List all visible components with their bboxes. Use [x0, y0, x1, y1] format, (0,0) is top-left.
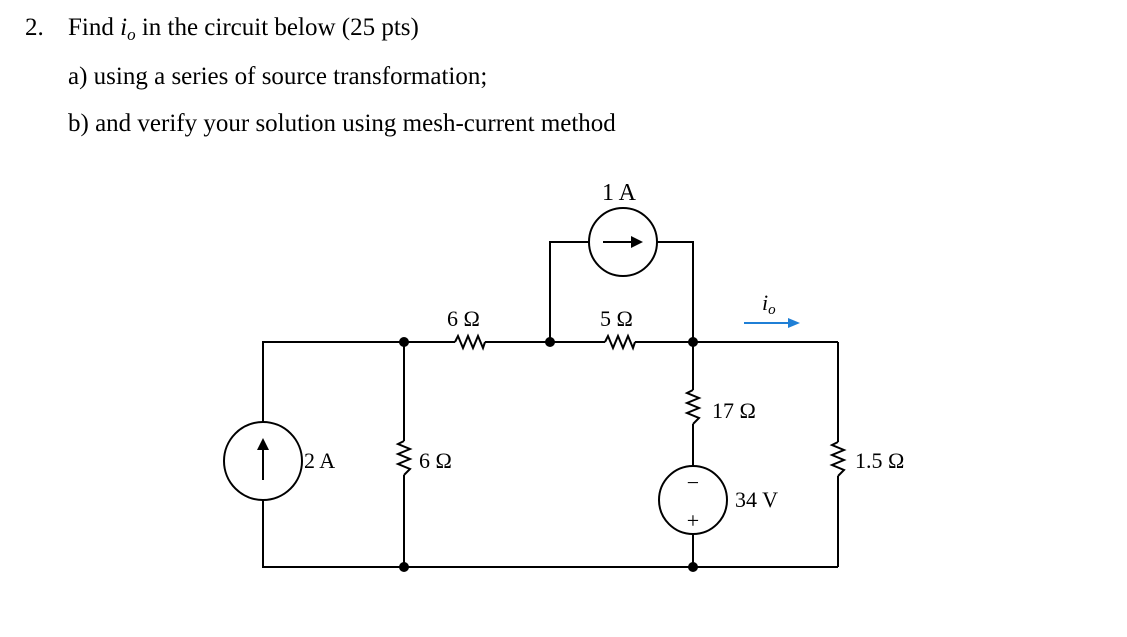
resistor-1-5: [829, 441, 847, 477]
voltage-plus-sign: +: [687, 508, 699, 533]
prompt-before: Find: [68, 14, 121, 41]
voltage-minus-sign: −: [687, 470, 699, 495]
prompt-var-sub: o: [127, 25, 136, 44]
question-part-b: b) and verify your solution using mesh-c…: [68, 110, 616, 137]
current-source-2a: [223, 421, 303, 501]
prompt-var: i: [120, 14, 128, 41]
node-bottom-left: [399, 562, 409, 572]
wires: [262, 241, 839, 568]
question-number: 2.: [25, 14, 44, 41]
resistor-6-top: [454, 333, 486, 351]
source-1a-label: 1 A: [602, 180, 637, 206]
arrow-right-head: [631, 236, 643, 248]
source-34v-label: 34 V: [735, 487, 778, 512]
resistor-5: [604, 333, 636, 351]
question-prompt: Find io in the circuit below (25 pts): [68, 14, 419, 45]
res-6-top-label: 6 Ω: [447, 306, 480, 331]
question-part-a: a) using a series of source transformati…: [68, 63, 488, 90]
resistor-17: [684, 389, 702, 425]
res-5-label: 5 Ω: [600, 306, 633, 331]
source-2a-label: 2 A: [304, 448, 335, 473]
wire-1a-left: [549, 241, 589, 342]
node-bottom-right: [688, 562, 698, 572]
current-io-arrow: io: [744, 290, 800, 328]
io-label-main: i: [762, 290, 768, 315]
resistor-6-shunt: [395, 440, 413, 476]
junction-nodes: [399, 337, 698, 572]
res-17-label: 17 Ω: [712, 398, 756, 423]
voltage-source-34v: − +: [658, 465, 728, 535]
node-top-right: [688, 337, 698, 347]
node-top-mid: [545, 337, 555, 347]
res-6-shunt-label: 6 Ω: [419, 448, 452, 473]
arrow-up-head: [257, 438, 269, 450]
node-top-left: [399, 337, 409, 347]
io-arrow-head: [788, 318, 800, 328]
io-label: io: [762, 290, 776, 318]
current-source-1a: [588, 207, 658, 277]
io-label-sub: o: [768, 302, 776, 318]
wire-1a-right: [657, 241, 694, 342]
voltage-source-circle: [658, 465, 728, 535]
res-1-5-label: 1.5 Ω: [855, 448, 904, 473]
wire-bottom: [262, 500, 838, 568]
prompt-after: in the circuit below (25 pts): [135, 14, 419, 41]
wire-top-left: [262, 341, 455, 422]
